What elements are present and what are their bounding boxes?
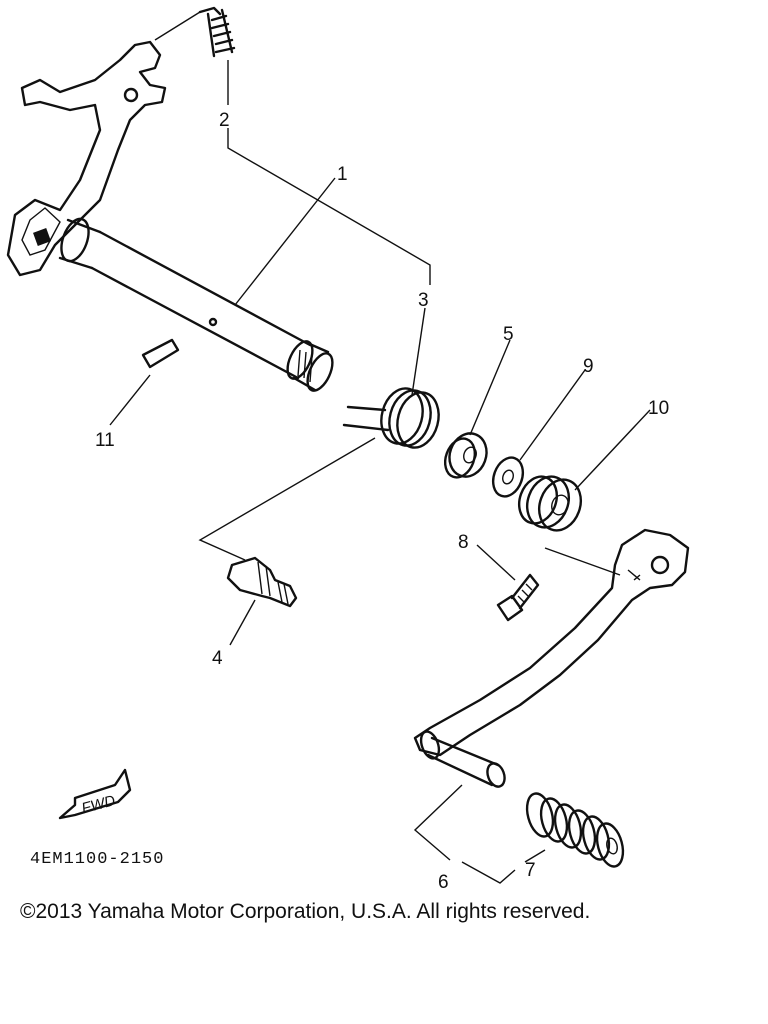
- fwd-arrow-icon: FWD: [58, 768, 132, 820]
- shift-pedal-part-6: [413, 528, 690, 788]
- callout-6: 6: [438, 872, 449, 893]
- callout-11: 11: [95, 430, 115, 451]
- callout-1: 1: [337, 164, 348, 185]
- pin-part-11: [141, 338, 180, 369]
- shift-shaft-part: [6, 40, 334, 392]
- copyright-notice: ©2013 Yamaha Motor Corporation, U.S.A. A…: [20, 900, 591, 923]
- leader-lines: [109, 11, 651, 884]
- callout-7: 7: [525, 860, 536, 881]
- callout-2: 2: [219, 110, 230, 131]
- fwd-label: FWD: [80, 792, 118, 817]
- washer-part-9: [491, 456, 525, 498]
- callout-9: 9: [583, 356, 594, 377]
- callout-4: 4: [212, 648, 223, 669]
- callout-8: 8: [458, 532, 469, 553]
- collar-part-5: [443, 432, 488, 479]
- torsion-spring-part-3: [342, 387, 440, 449]
- callout-10: 10: [648, 398, 669, 419]
- diagram-reference-code: 4EM1100-2150: [30, 850, 165, 869]
- callout-labels: 1 2 3 4 5 6 7 8 9 10 11: [95, 110, 669, 893]
- stud-bolt-part-4: [226, 556, 298, 608]
- oil-seal-part-10: [517, 475, 582, 532]
- spring-part-2: [198, 6, 236, 58]
- pedal-rubber-part-7: [525, 792, 625, 868]
- bolt-part-8: [496, 573, 540, 622]
- callout-3: 3: [418, 290, 429, 311]
- callout-5: 5: [503, 324, 514, 345]
